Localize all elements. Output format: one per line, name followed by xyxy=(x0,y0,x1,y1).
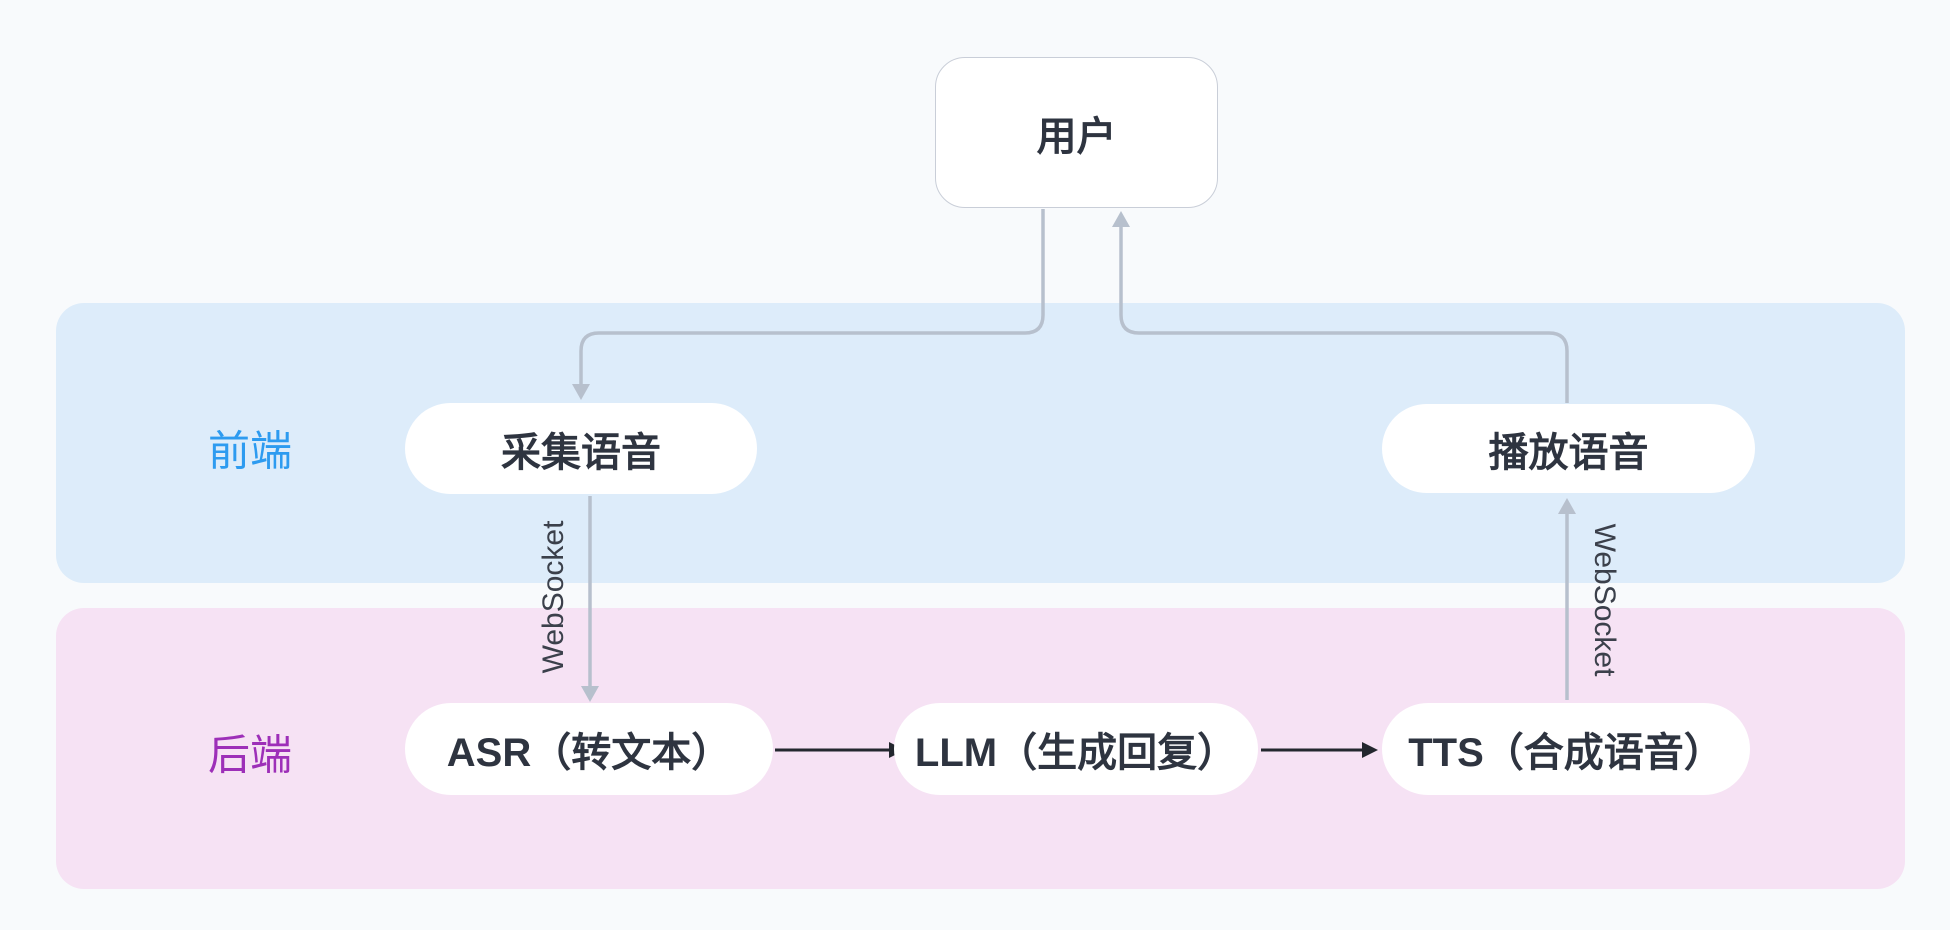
capture-voice-node: 采集语音 xyxy=(405,403,757,494)
tts-node: TTS（合成语音） xyxy=(1382,703,1750,795)
backend-label: 后端 xyxy=(208,731,293,779)
arrowhead-play-to-user-icon xyxy=(1112,211,1130,227)
play-voice-node: 播放语音 xyxy=(1382,404,1755,493)
asr-node: ASR（转文本） xyxy=(405,703,773,795)
websocket-label-left: WebSocket xyxy=(537,520,570,674)
user-node: 用户 xyxy=(935,57,1218,208)
llm-node: LLM（生成回复） xyxy=(894,703,1258,795)
websocket-label-right: WebSocket xyxy=(1588,523,1621,677)
frontend-label: 前端 xyxy=(208,427,293,475)
